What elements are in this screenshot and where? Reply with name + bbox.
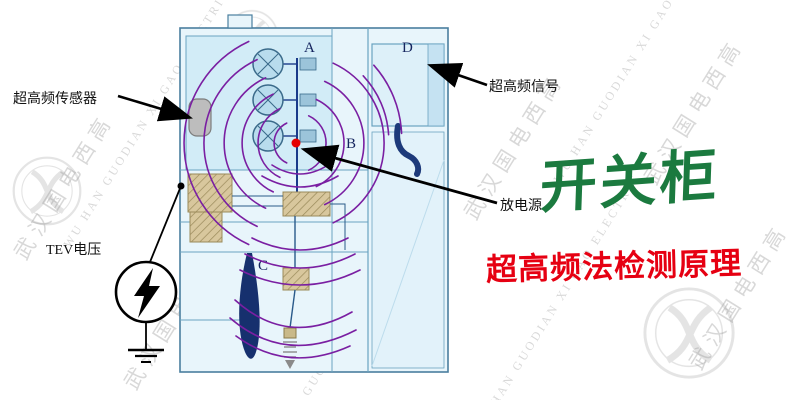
- uhf-signal-arrow: [427, 63, 488, 88]
- insulator-shape: [239, 253, 260, 359]
- bolt-shape: [283, 327, 297, 369]
- ground-icon: [128, 348, 164, 363]
- discharge-source-arrow: [300, 144, 498, 205]
- bushing-2: [252, 84, 284, 116]
- cable-hook-shape: [394, 123, 422, 177]
- wire: [289, 289, 296, 329]
- right-lower-panel: [371, 131, 445, 369]
- uhf-sensor-label: 超高频传感器: [13, 92, 97, 107]
- connector: [299, 93, 317, 107]
- marker-d: D: [402, 40, 413, 56]
- tev-wire: [149, 185, 182, 263]
- marker-a: A: [304, 40, 315, 56]
- marker-c: C: [258, 258, 268, 274]
- breaker-contact-box: [282, 191, 331, 217]
- uhf-sensor-arrow: [117, 94, 193, 122]
- component-box: [282, 267, 310, 291]
- discharge-point-dot: [291, 138, 301, 148]
- cabinet-diagram: A B C D: [179, 14, 449, 373]
- uhf-wave-arcs: [183, 40, 403, 359]
- panel-edge: [427, 43, 445, 127]
- callout-arrows: [117, 63, 498, 205]
- component-box: [189, 211, 223, 243]
- uhf-signal-label: 超高频信号: [489, 80, 559, 95]
- wire: [330, 203, 346, 250]
- busbar-assembly: [283, 58, 298, 192]
- page-subtitle: 超高频法检测原理: [485, 245, 743, 288]
- tev-voltage-label: TEV电压: [46, 243, 102, 258]
- lightning-icon: [134, 268, 160, 318]
- panel-line: [371, 159, 445, 367]
- marker-b: B: [346, 136, 356, 152]
- page-title: 开关柜: [538, 144, 721, 221]
- discharge-source-label: 放电源: [500, 199, 542, 214]
- cabinet-top-tab: [227, 14, 253, 29]
- component-box: [187, 173, 233, 213]
- bushing-1: [252, 48, 284, 80]
- connector: [299, 57, 317, 71]
- connector: [299, 129, 317, 143]
- tev-assembly: [114, 182, 185, 363]
